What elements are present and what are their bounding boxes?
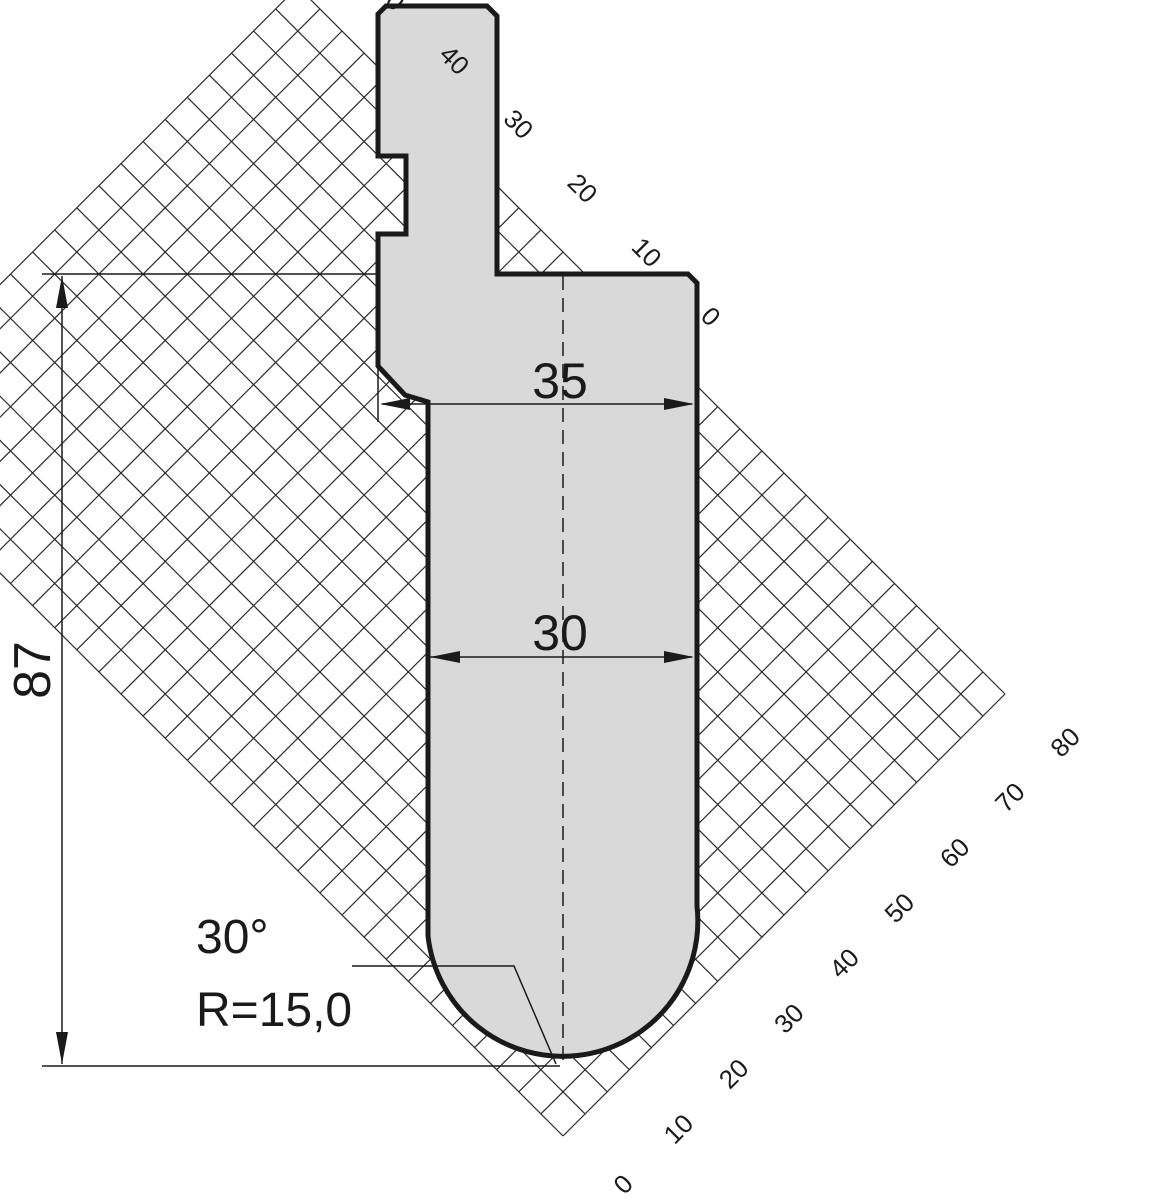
height-label: 87 xyxy=(4,641,62,699)
grid-label-lower: 70 xyxy=(989,777,1031,819)
grid-label-lower: 20 xyxy=(713,1053,755,1095)
height-arrow-top xyxy=(56,276,68,308)
width-lower-label: 30 xyxy=(532,605,588,661)
width-upper-arrow-right xyxy=(664,398,694,410)
width-upper-arrow-left xyxy=(380,398,410,410)
grid-line-b xyxy=(0,118,431,551)
grid-line-b xyxy=(10,141,453,584)
grid-line-b xyxy=(0,0,286,286)
grid-label-upper: 20 xyxy=(562,167,604,209)
grid-label-lower: 80 xyxy=(1044,721,1086,763)
grid-label-lower: 10 xyxy=(658,1108,700,1150)
grid-label-lower: 50 xyxy=(879,887,921,929)
grid-line-b xyxy=(0,8,321,330)
grid-line-b xyxy=(0,74,387,463)
width-lower-arrow-right xyxy=(664,651,694,663)
grid-line-b xyxy=(0,96,409,507)
width-lower-arrow-left xyxy=(430,651,460,663)
width-upper-dimension xyxy=(377,368,692,422)
grid-label-lower: 30 xyxy=(768,998,810,1040)
radius-leader-line xyxy=(352,965,557,1065)
angle-label: 30° xyxy=(196,911,269,964)
height-dimension xyxy=(42,273,560,1067)
grid-label-lower: 60 xyxy=(934,832,976,874)
grid-label-upper: 30 xyxy=(498,103,540,145)
grid-label-lower: 0 xyxy=(607,1168,638,1199)
grid-label-lower: 40 xyxy=(823,942,865,984)
radius-label: R=15,0 xyxy=(196,984,352,1037)
grid-line-b xyxy=(562,693,1006,1137)
width-upper-label: 35 xyxy=(532,353,588,409)
height-arrow-bottom xyxy=(56,1032,68,1064)
grid-label-upper: 0 xyxy=(695,301,726,332)
grid-label-upper: 10 xyxy=(626,231,668,273)
punch-tool-profile xyxy=(375,3,701,1059)
grid-line-b xyxy=(0,30,343,374)
